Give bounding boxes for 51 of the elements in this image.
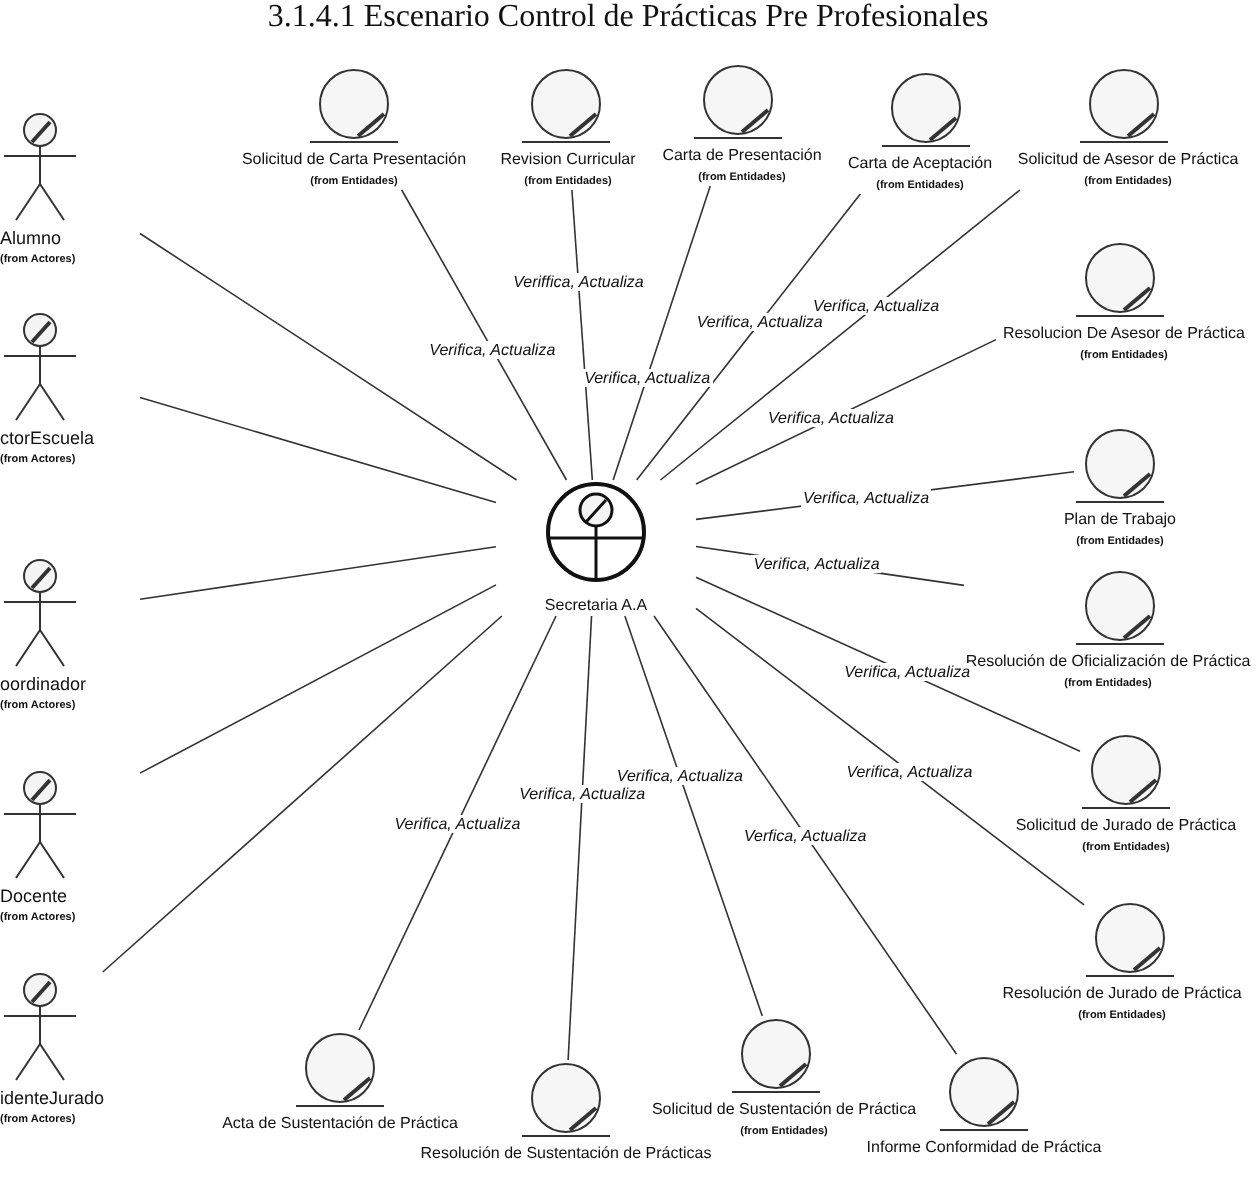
association-line	[612, 185, 712, 481]
association-line	[101, 615, 503, 973]
edge-label: Verifica, Actualiza	[844, 762, 975, 781]
association-line	[695, 338, 997, 485]
edge-label: Veriffica, Actualiza	[511, 273, 646, 292]
association-line	[659, 189, 1021, 481]
edge-label: Verifica, Actualiza	[811, 297, 942, 315]
class-name: Carta de Aceptación	[847, 154, 993, 174]
diagram-title: 3.1.4.1 Escenario Control de Prácticas Pre Profesionales	[265, 0, 991, 36]
association-line	[139, 584, 497, 774]
class-name: Carta de Presentación	[662, 146, 822, 166]
association-line	[571, 189, 594, 481]
class-name: Resolución de Jurado de Práctica	[1002, 984, 1242, 1004]
class-name: Solicitud de Asesor de Práctica	[1017, 150, 1239, 170]
association-line	[695, 576, 1081, 752]
association-line	[624, 615, 764, 1017]
association-line	[653, 615, 958, 1055]
association-line	[139, 545, 497, 601]
class-name: Alumno	[0, 228, 62, 248]
association-line	[139, 232, 518, 481]
association-line	[139, 396, 497, 504]
class-name: ctorEscuela	[0, 428, 95, 448]
edge-label: Verfica, Actualiza	[741, 826, 869, 844]
edge-label: Verifica, Actualiza	[517, 784, 648, 803]
edge-label: Verifica, Actualiza	[614, 767, 745, 785]
association-line	[635, 193, 862, 481]
association-line	[400, 189, 568, 481]
edge-label: Verifica, Actualiza	[801, 488, 932, 507]
edge-label: Verifica, Actualiza	[842, 663, 973, 682]
edge-label: Verifica, Actualiza	[751, 554, 882, 573]
edge-label: Verifica, Actualiza	[392, 814, 523, 832]
class-name: oordinador	[0, 674, 87, 694]
edge-label: Verifica, Actualiza	[427, 340, 558, 359]
association-line	[567, 615, 593, 1061]
edge-label: Verifica, Actualiza	[694, 313, 825, 332]
class-name: Resolucion De Asesor de Práctica	[1003, 324, 1245, 344]
association-line	[358, 615, 557, 1031]
class-name: Secretaria A.A	[544, 596, 648, 616]
class-name: Informe Conformidad de Práctica	[866, 1138, 1102, 1158]
class-name: Resolución de Sustentación de Prácticas	[420, 1144, 712, 1164]
class-name: Plan de Trabajo	[1063, 510, 1177, 530]
edge-label: Verifica, Actualiza	[766, 409, 896, 428]
class-name: Solicitud de Sustentación de Práctica	[651, 1100, 917, 1120]
class-name: identeJurado	[0, 1088, 105, 1108]
class-name: Docente	[0, 886, 68, 906]
edge-label: Verifica, Actualiza	[582, 368, 713, 387]
class-name: Solicitud de Jurado de Práctica	[1015, 816, 1237, 836]
class-name: Revision Curricular	[500, 150, 636, 170]
class-name: Solicitud de Carta Presentación	[241, 150, 467, 170]
class-name: Acta de Sustentación de Práctica	[222, 1114, 458, 1134]
association-line	[695, 607, 1085, 906]
